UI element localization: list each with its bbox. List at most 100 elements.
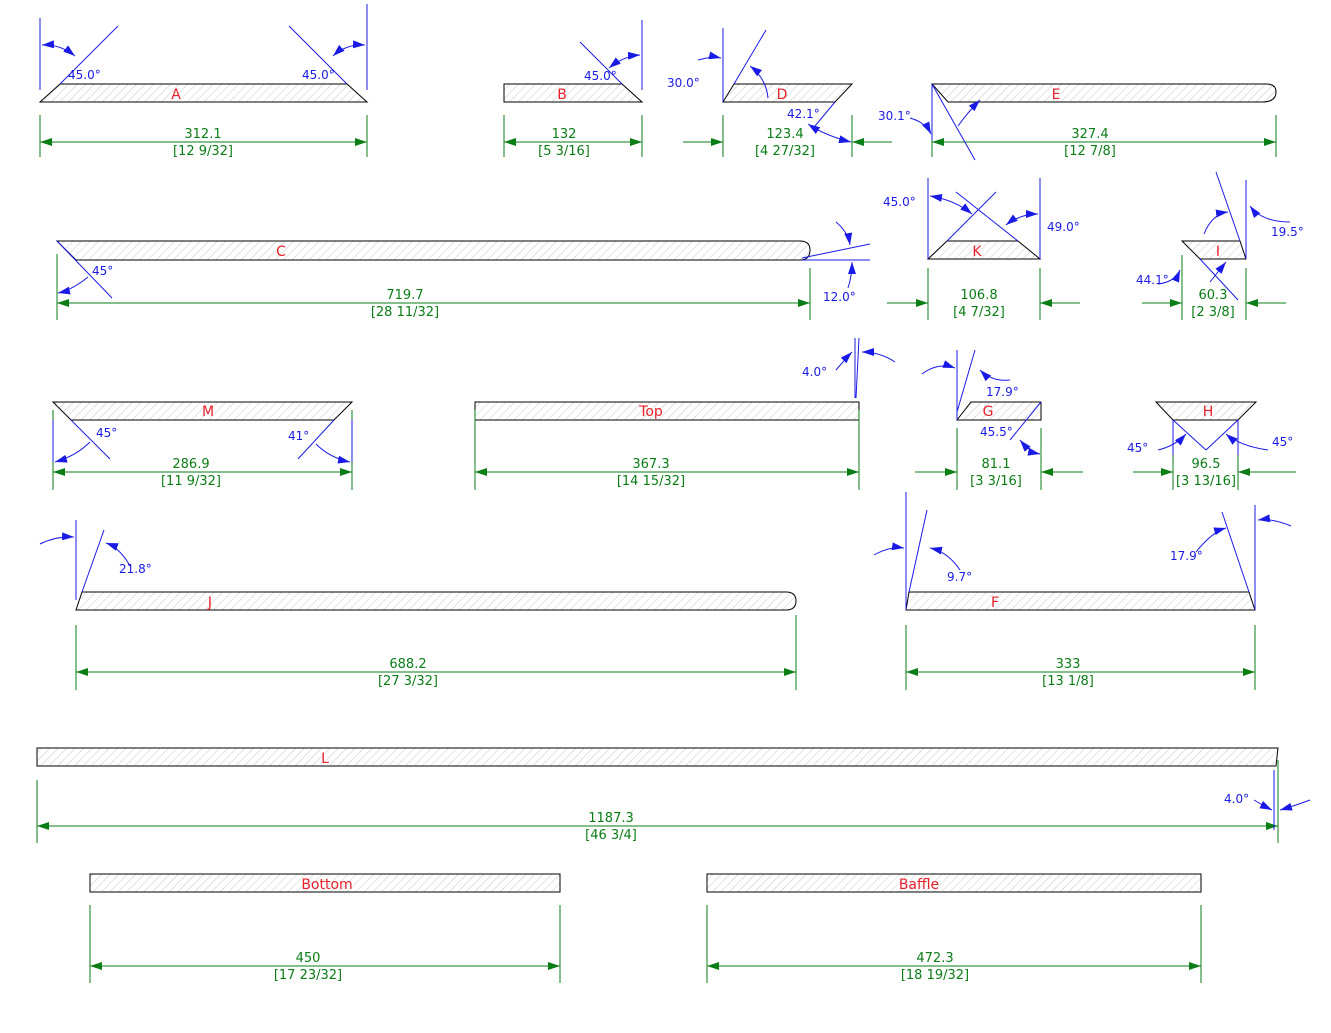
part-K-shape [926, 240, 1042, 260]
part-Top-angle: 4.0° [802, 365, 827, 379]
part-A-length-mm: 312.1 [184, 127, 221, 142]
part-A-length-inch: [12 9/32] [173, 144, 233, 159]
part-Baffle-length-mm: 472.3 [916, 951, 953, 966]
part-B-length-inch: [5 3/16] [538, 144, 590, 159]
part-K-label: K [972, 244, 982, 260]
part-E: E 327.4 [12 7/8] 30.1° [878, 83, 1277, 161]
part-L-length-mm: 1187.3 [588, 811, 634, 826]
part-Baffle-label: Baffle [899, 877, 939, 893]
part-E-length-inch: [12 7/8] [1064, 144, 1116, 159]
part-M-length-mm: 286.9 [172, 457, 209, 472]
part-Bottom-shape [89, 873, 561, 893]
part-Top-shape [474, 401, 860, 421]
part-M-angle-right: 41° [288, 429, 309, 443]
part-L-length-inch: [46 3/4] [585, 828, 637, 843]
part-C-length-inch: [28 11/32] [371, 305, 439, 320]
part-G-length-inch: [3 3/16] [970, 474, 1022, 489]
part-Top-label: Top [638, 404, 663, 420]
part-M: M 286.9 [11 9/32] 45° 41° [51, 401, 354, 490]
part-F-length-mm: 333 [1056, 657, 1081, 672]
part-M-length-inch: [11 9/32] [161, 474, 221, 489]
part-H-length-mm: 96.5 [1192, 457, 1221, 472]
part-H-angle-left: 45° [1127, 441, 1148, 455]
part-B-shape [503, 83, 644, 103]
part-C-length-mm: 719.7 [386, 288, 423, 303]
part-F-shape [905, 591, 1256, 611]
part-Top-length-mm: 367.3 [632, 457, 669, 472]
part-D-angle-left: 30.0° [667, 76, 700, 90]
part-H-angle-right: 45° [1272, 435, 1293, 449]
part-C-label: C [276, 244, 286, 260]
part-E-length-mm: 327.4 [1071, 127, 1108, 142]
part-J-label: J [207, 595, 212, 611]
part-G-angle-top: 17.9° [986, 385, 1019, 399]
part-A-shape [38, 83, 369, 103]
part-L: L 1187.3 [46 3/4] 4.0° [36, 747, 1311, 843]
part-G: G 17.9° 45.5° 81.1 [3 3/16] [915, 349, 1083, 490]
part-C-shape [55, 240, 811, 261]
part-H: H 45° 45° 96.5 [3 13/16] [1127, 401, 1296, 490]
part-D: D 123.4 [4 27/32] 30.0° 42.1° [667, 28, 892, 159]
part-A: A 312.1 [12 9/32] 45.0° 45.0° [38, 4, 369, 159]
part-A-angle-right: 45.0° [302, 68, 335, 82]
part-Bottom-length-mm: 450 [296, 951, 321, 966]
part-M-angle-left: 45° [96, 426, 117, 440]
part-Bottom-label: Bottom [301, 877, 352, 893]
part-D-length-inch: [4 27/32] [755, 144, 815, 159]
part-H-label: H [1203, 404, 1214, 420]
part-I-length-mm: 60.3 [1199, 288, 1228, 303]
part-L-angle: 4.0° [1224, 792, 1249, 806]
part-B-length-mm: 132 [552, 127, 577, 142]
part-I-length-inch: [2 3/8] [1191, 305, 1234, 320]
part-Baffle-length-inch: [18 19/32] [901, 968, 969, 983]
part-D-shape [722, 83, 854, 103]
part-E-angle: 30.1° [878, 109, 911, 123]
part-G-label: G [983, 404, 994, 420]
part-Bottom: Bottom 450 [17 23/32] [89, 873, 561, 983]
part-G-angle-bottom: 45.5° [980, 425, 1013, 439]
part-C-angle-right: 12.0° [823, 290, 856, 304]
part-D-label: D [777, 87, 788, 103]
part-J-length-inch: [27 3/32] [378, 674, 438, 689]
part-E-label: E [1052, 87, 1061, 103]
part-A-angle-left: 45.0° [68, 68, 101, 82]
part-F-length-inch: [13 1/8] [1042, 674, 1094, 689]
part-K-angle-left: 45.0° [883, 195, 916, 209]
part-F-angle-right: 17.9° [1170, 549, 1203, 563]
part-Baffle: Baffle 472.3 [18 19/32] [706, 873, 1202, 983]
part-B-label: B [557, 87, 567, 103]
part-K-length-inch: [4 7/32] [953, 305, 1005, 320]
part-K: K 45.0° 49.0° 106.8 [4 7/32] [883, 178, 1080, 320]
part-Bottom-length-inch: [17 23/32] [274, 968, 342, 983]
part-L-shape [36, 747, 1279, 767]
part-F-label: F [991, 595, 999, 611]
part-G-length-mm: 81.1 [982, 457, 1011, 472]
part-B-angle: 45.0° [584, 69, 617, 83]
part-I-angle-bottom: 44.1° [1136, 273, 1169, 287]
part-L-label: L [321, 751, 329, 767]
part-I-angle-top: 19.5° [1271, 225, 1304, 239]
part-I: I 19.5° 44.1° 60.3 [2 3/8] [1136, 171, 1304, 320]
part-B: B 132 [5 3/16] 45.0° [503, 20, 644, 159]
part-K-angle-right: 49.0° [1047, 220, 1080, 234]
part-J: J 21.8° 688.2 [27 3/32] [39, 520, 797, 690]
part-D-length-mm: 123.4 [766, 127, 803, 142]
part-A-label: A [171, 87, 181, 103]
part-E-shape [930, 83, 1277, 103]
part-J-shape [75, 591, 797, 611]
part-K-length-mm: 106.8 [960, 288, 997, 303]
part-C: C 719.7 [28 11/32] 45° 12.0° [55, 221, 871, 320]
part-C-angle-left: 45° [92, 264, 113, 278]
part-J-angle: 21.8° [119, 562, 152, 576]
part-Baffle-shape [706, 873, 1202, 893]
part-I-shape [1180, 240, 1247, 260]
part-H-length-inch: [3 13/16] [1176, 474, 1236, 489]
part-Top-length-inch: [14 15/32] [617, 474, 685, 489]
part-F-angle-left: 9.7° [947, 570, 972, 584]
part-D-angle-right: 42.1° [787, 107, 820, 121]
part-I-label: I [1216, 244, 1220, 260]
part-F: F 9.7° 17.9° 333 [13 1/8] [873, 492, 1292, 690]
part-M-label: M [202, 404, 214, 420]
part-Top: Top 367.3 [14 15/32] 4.0° [474, 337, 896, 490]
